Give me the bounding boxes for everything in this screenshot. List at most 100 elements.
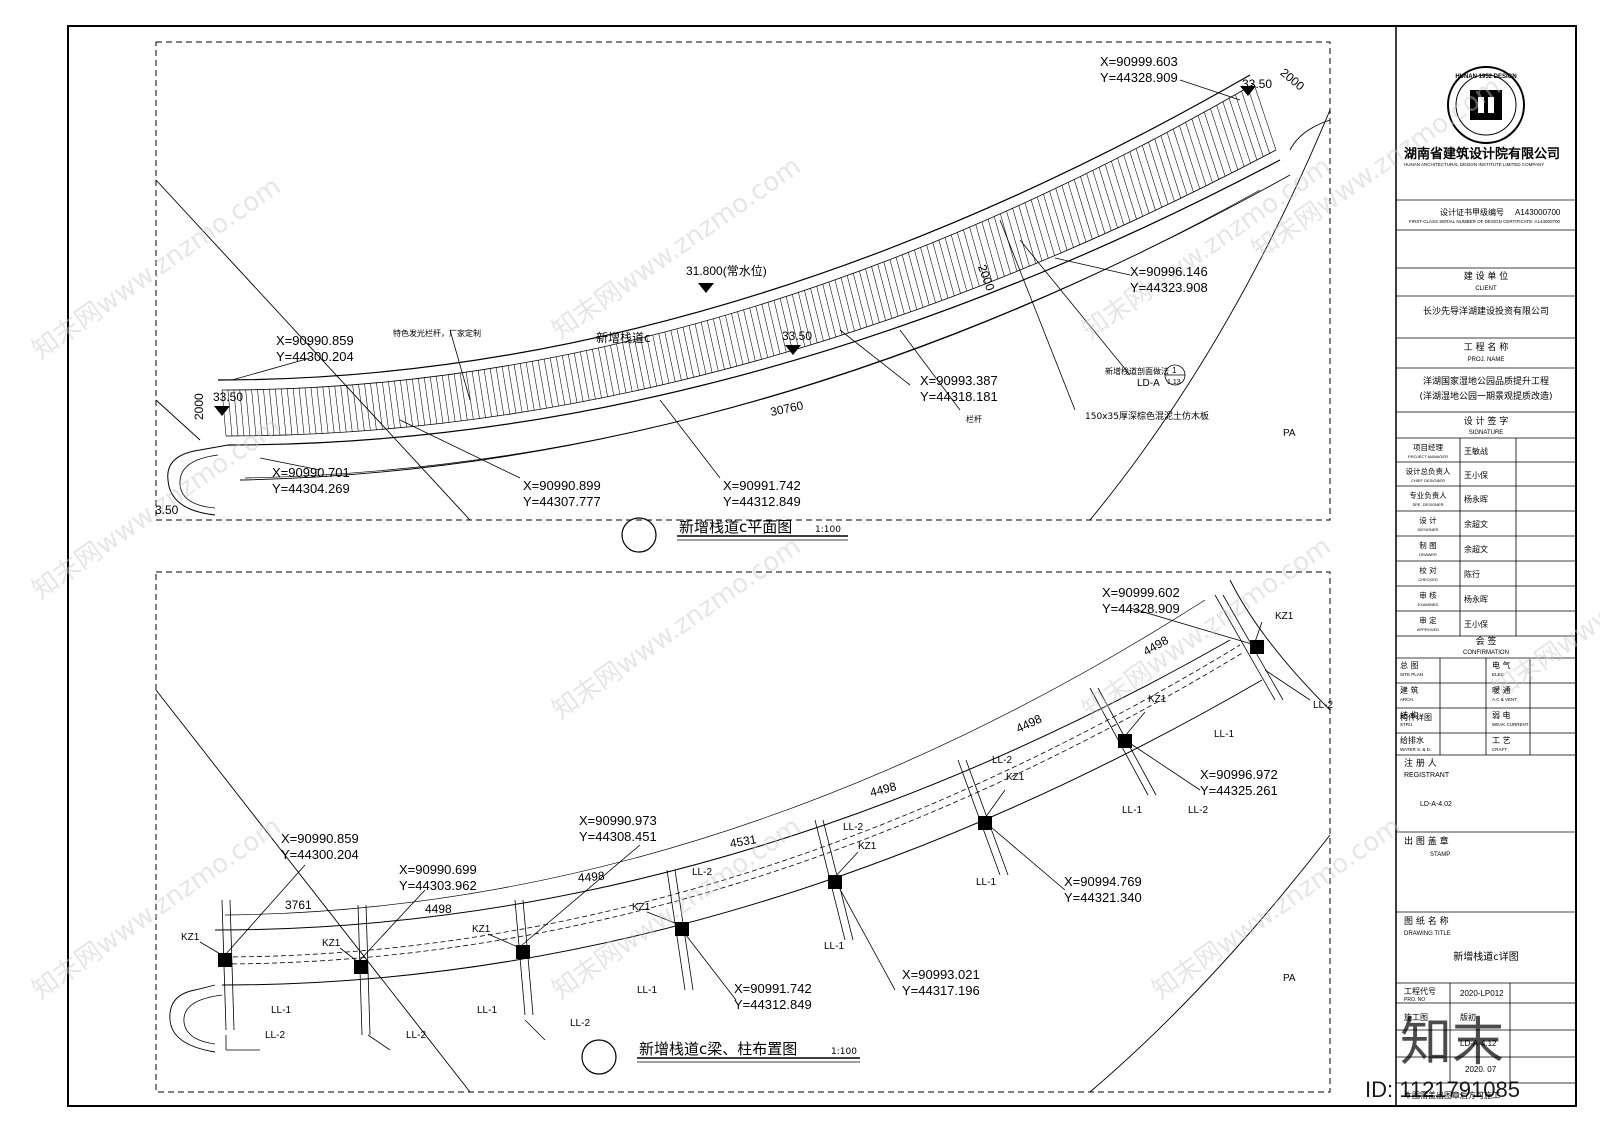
beam-coord-7-y: Y=44328.909: [1102, 601, 1180, 616]
deck-board: [834, 279, 849, 334]
deck-board: [1080, 176, 1099, 237]
deck-board: [1117, 157, 1137, 220]
plan-elev-mid: 33.50: [782, 329, 812, 343]
beam-title: 新增栈道c梁、柱布置图: [639, 1040, 797, 1058]
deck-board: [298, 388, 305, 435]
conf-note: 构件详图: [1400, 712, 1432, 722]
projno-label: 工程代号: [1404, 986, 1436, 996]
deck-board: [926, 244, 943, 301]
beam-coord-6-x: X=90996.972: [1200, 767, 1278, 782]
conf-en: CONFIRMATION: [1463, 650, 1509, 656]
beam-dim-7: 4498: [1141, 633, 1171, 659]
plan-coord-2-y: Y=44307.777: [523, 494, 601, 509]
plan-detail-prefix: LD-A: [1137, 378, 1160, 389]
deck-board: [682, 327, 694, 378]
title-block: [1396, 66, 1576, 1084]
beam-dim-1: 3761: [285, 898, 312, 912]
deck-board: [1074, 179, 1093, 240]
deck-board: [567, 354, 578, 403]
projno-en: PRO. NO: [1404, 997, 1425, 1003]
plan-coord-4-x: X=90993.387: [920, 373, 998, 388]
deck-board: [676, 328, 688, 379]
beam-ll2-r: LL-2: [1313, 700, 1333, 711]
deck-board: [755, 306, 768, 358]
deck-board: [1216, 105, 1239, 170]
deck-board: [525, 362, 535, 411]
beam-ll1-4: LL-1: [824, 941, 844, 952]
deck-board: [1179, 125, 1201, 190]
deck-board: [889, 259, 905, 315]
deck-board: [364, 383, 371, 431]
deck-board: [981, 221, 999, 279]
deck-board: [269, 389, 275, 436]
deck-board: [417, 378, 426, 426]
client-en: CLIENT: [1475, 286, 1497, 292]
beam-coord-1-x: X=90990.699: [399, 862, 477, 877]
sig-role: 审 定: [1419, 615, 1437, 625]
plan-note-detail: 新增栈道剖面做法: [1105, 366, 1169, 376]
client-name: 长沙先导洋湖建设投资有限公司: [1423, 305, 1549, 317]
deck-board: [1154, 138, 1175, 202]
deck-board: [957, 232, 974, 289]
beam-col-8: KZ1: [1275, 611, 1294, 622]
deck-board: [634, 339, 645, 389]
deck-board: [1222, 101, 1245, 167]
deck-board: [543, 359, 553, 408]
deck-board: [334, 386, 341, 433]
deck-board: [779, 298, 793, 351]
conf-item: 暖 通: [1492, 685, 1511, 695]
deck-board: [501, 366, 511, 415]
deck-board: [822, 284, 837, 338]
deck-board: [477, 370, 486, 418]
sig-en: SIGNATURE: [1469, 430, 1504, 436]
beam-coord-5-x: X=90994.769: [1064, 874, 1142, 889]
deck-board: [932, 242, 949, 299]
deck-board: [310, 387, 317, 434]
sig-role: 制 图: [1419, 540, 1436, 550]
deck-board: [969, 227, 986, 284]
sig-role-en: SPE. DESIGNER: [1412, 502, 1443, 507]
sig-role: 项目经理: [1413, 442, 1443, 452]
deck-board: [1123, 154, 1144, 217]
deck-board: [1228, 98, 1251, 164]
deck-board: [700, 322, 713, 373]
deck-board: [840, 277, 855, 332]
plan-view: [155, 41, 1331, 553]
plan-title: 新增栈道c平面图: [679, 518, 792, 536]
deck-board: [694, 323, 707, 375]
deck-board: [688, 325, 701, 376]
deck-board: [1037, 196, 1055, 256]
beam-coord-0-y: Y=44300.204: [281, 847, 359, 862]
phase: 施工图: [1404, 1012, 1428, 1022]
beam-dim-6: 4498: [1014, 711, 1044, 735]
deck-board: [1012, 208, 1030, 267]
sig-name: 杨永晖: [1464, 594, 1488, 604]
deck-board: [592, 349, 602, 399]
deck-board: [346, 385, 353, 432]
deck-board: [537, 360, 547, 409]
deck-board: [767, 302, 781, 355]
deck-board: [798, 292, 812, 345]
deck-board: [604, 346, 615, 396]
deck-board: [376, 382, 383, 430]
sig-role-en: DESIGNER: [1418, 527, 1439, 532]
sig-role: 审 核: [1419, 590, 1437, 600]
deck-board: [340, 385, 347, 433]
reg-code: LD-A-4.02: [1420, 801, 1452, 808]
sig-name: 王小保: [1464, 619, 1488, 629]
deck-board: [706, 320, 719, 372]
deck-board: [483, 369, 492, 417]
deck-board: [1185, 122, 1207, 186]
plan-coord-4-y: Y=44318.181: [920, 389, 998, 404]
beam-col-7: KZ1: [1148, 694, 1167, 705]
deck-board: [1204, 112, 1226, 177]
deck-board: [908, 252, 924, 308]
conf-item-en: ELEC: [1492, 672, 1505, 677]
beam-ll2-2: LL-2: [406, 1030, 426, 1041]
plan-coord-5-y: Y=44323.908: [1130, 280, 1208, 295]
deck-board: [616, 343, 627, 393]
deck-board: [1172, 128, 1194, 193]
deck-board: [1055, 188, 1074, 248]
plan-pa: PA: [1283, 428, 1296, 439]
drawing-title: 新增栈道c详图: [1453, 950, 1519, 963]
